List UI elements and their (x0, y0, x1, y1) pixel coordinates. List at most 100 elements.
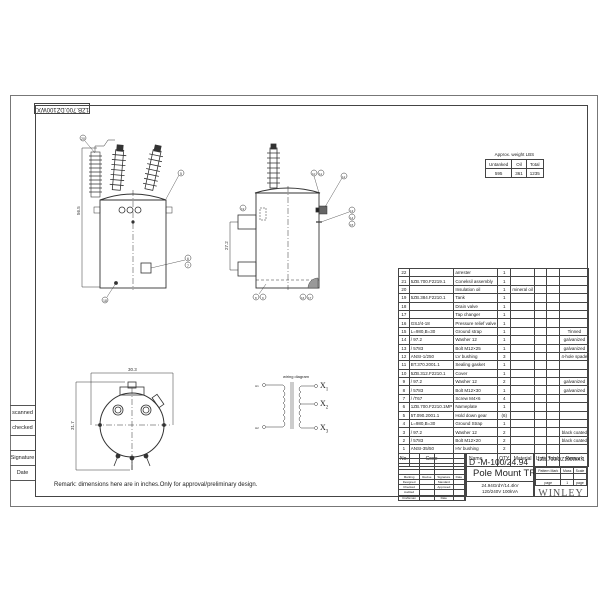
parts-cell-total-weight (545, 435, 561, 446)
parts-cell-code: / 97.2 (408, 427, 455, 437)
parts-cell-total-weight (545, 377, 561, 387)
parts-cell-code (408, 267, 455, 278)
parts-cell-total-weight (545, 427, 561, 437)
parts-cell-total-weight (545, 318, 561, 328)
parts-cell-remark: galvanized (559, 385, 590, 395)
parts-cell-name: Tank (453, 293, 499, 303)
parts-cell-total-weight (545, 360, 561, 370)
parts-cell-code (408, 309, 455, 320)
parts-cell-material (510, 410, 535, 421)
parts-cell-no: 15 (398, 326, 410, 337)
parts-cell-no: 19 (398, 293, 410, 303)
parts-cell-material (510, 402, 535, 412)
parts-cell-remark (559, 267, 590, 278)
parts-cell-total-weight (545, 276, 561, 286)
parts-cell-material (510, 368, 535, 379)
parts-cell-total-weight (545, 410, 561, 421)
parts-cell-name: Screw M4×6 (453, 393, 499, 404)
svg-text:6: 6 (187, 257, 189, 261)
spec-rating: 120/240V 100kVA (482, 489, 518, 494)
parts-cell-name: arrester (453, 267, 499, 278)
parts-cell-material (510, 393, 535, 404)
parts-cell-name: Insulation oil (453, 284, 499, 295)
parts-cell-code: 5ZB.312.F2210.1 (408, 368, 455, 379)
parts-cell-total-weight (545, 301, 561, 311)
parts-cell-no: 7 (398, 393, 410, 404)
parts-cell-unit-weight (533, 410, 547, 421)
parts-cell-no: 4 (398, 419, 410, 429)
parts-cell-no: 1 (398, 444, 410, 454)
parts-cell-remark: galvanized (559, 377, 590, 387)
parts-cell-material (510, 301, 535, 311)
parts-cell-unit-weight (533, 368, 547, 379)
svg-text:27.2: 27.2 (224, 241, 229, 250)
title-block-id: 1ZB.700.DZ100WX.1 Pattern Mark Mass Scal… (534, 453, 588, 499)
parts-cell-qty: 1 (497, 276, 512, 286)
parts-cell-material (510, 276, 535, 286)
side-label-signature: Signature (10, 450, 35, 465)
parts-cell-code: / 5783 (408, 343, 455, 353)
parts-cell-name: Pressure relief valve (453, 318, 499, 328)
parts-cell-total-weight (545, 284, 561, 295)
parts-cell-material (510, 309, 535, 320)
parts-cell-qty: 1 (497, 293, 512, 303)
terminal-x3: X3 (320, 423, 329, 435)
parts-cell-total-weight (545, 419, 561, 429)
parts-cell-total-weight (545, 326, 561, 337)
parts-cell-qty: 2 (497, 435, 512, 446)
weight-title: Approx. weight LBS (494, 152, 535, 157)
parts-cell-no: 12 (398, 351, 410, 362)
svg-text:11: 11 (319, 172, 322, 176)
parts-cell-unit-weight (533, 284, 547, 295)
parts-cell-remark: black coated (559, 435, 590, 446)
svg-text:12: 12 (342, 175, 346, 179)
parts-cell-unit-weight (533, 343, 547, 353)
parts-cell-qty: 1 (497, 360, 512, 370)
terminal-x1: X1 (320, 381, 329, 393)
parts-cell-qty: 1 (497, 284, 512, 295)
parts-cell-material (510, 377, 535, 387)
parts-cell-no: 14 (398, 335, 410, 345)
parts-cell-unit-weight (533, 293, 547, 303)
parts-cell-remark (559, 293, 590, 303)
parts-cell-code: L=980,B=30 (408, 419, 455, 429)
parts-cell-material (510, 267, 535, 278)
parts-cell-remark (559, 276, 590, 286)
parts-cell-remark (559, 318, 590, 328)
parts-cell-qty: 1 (497, 335, 512, 345)
title-block-description: D -M-100/24.94 Pole Mount TR 24.94GrdY/1… (466, 453, 536, 497)
parts-cell-remark (559, 301, 590, 311)
side-label-checked: checked (10, 420, 35, 435)
parts-cell-total-weight (545, 351, 561, 362)
parts-cell-remark (559, 393, 590, 404)
parts-cell-name: Washer 12 (453, 335, 499, 345)
parts-cell-unit-weight (533, 377, 547, 387)
parts-cell-qty: 4 (497, 393, 512, 404)
parts-cell-total-weight (545, 444, 561, 454)
parts-cell-material (510, 435, 535, 446)
parts-cell-remark (559, 419, 590, 429)
parts-cell-qty: 1 (497, 267, 512, 278)
weight-oil: 361 (511, 168, 527, 178)
parts-cell-no: 5 (398, 410, 410, 421)
parts-cell-material (510, 427, 535, 437)
svg-text:H2: H2 (255, 426, 259, 430)
svg-text:13: 13 (350, 209, 354, 213)
parts-cell-code: 5ZB.700.F2219.1 (408, 276, 455, 286)
parts-cell-no: 22 (398, 267, 410, 278)
parts-cell-code: 5T.090.2001.1 (408, 410, 455, 421)
parts-cell-total-weight (545, 267, 561, 278)
parts-cell-qty: 1 (497, 309, 512, 320)
title-drawing-number: 1ZB.700.DZ100WX.1 (535, 454, 587, 467)
parts-cell-qty: 3 (497, 351, 512, 362)
svg-text:17: 17 (308, 296, 312, 300)
svg-text:H1: H1 (255, 384, 259, 388)
